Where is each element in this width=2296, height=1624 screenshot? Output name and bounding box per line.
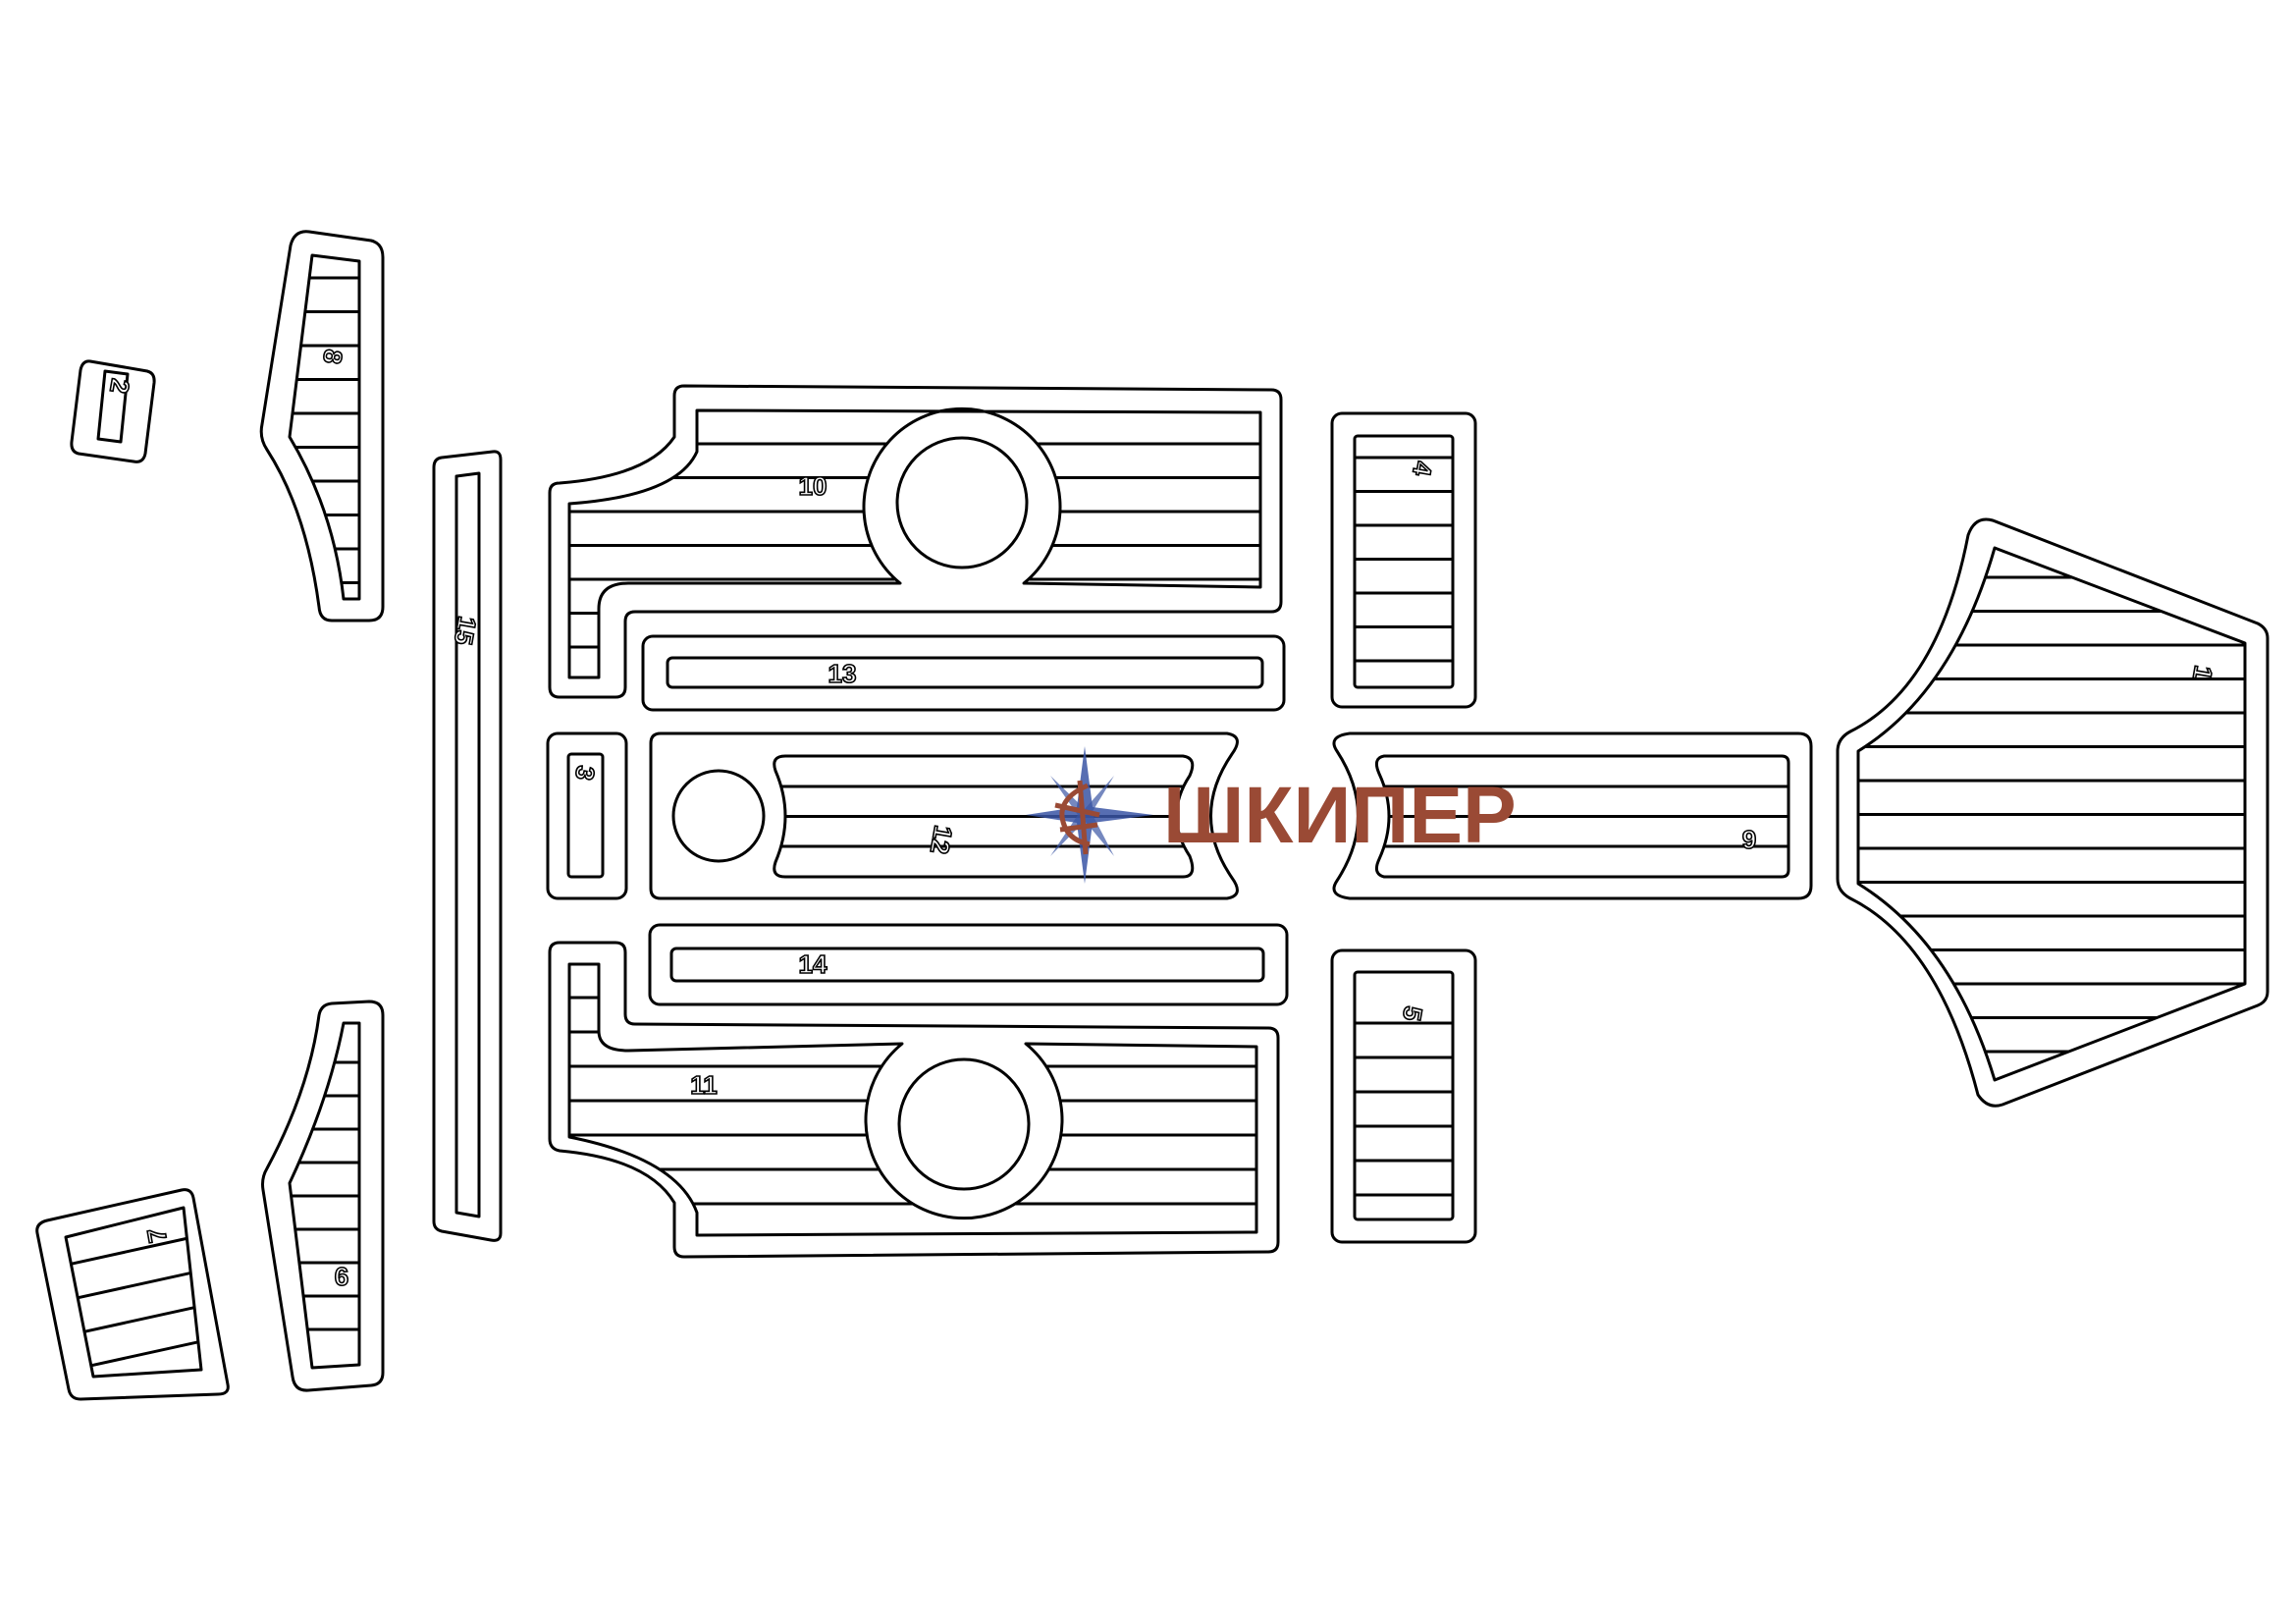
piece-inner	[669, 947, 1265, 983]
groove-lines	[1355, 1021, 1453, 1197]
piece-inner	[288, 253, 361, 601]
piece-inner	[1353, 434, 1455, 689]
groove-line	[66, 1268, 201, 1304]
piece-inner	[666, 656, 1264, 689]
piece-inner	[566, 752, 605, 879]
piece-15: 15	[432, 450, 503, 1242]
piece-6: 6	[261, 1000, 385, 1392]
hatch-cutout-circle	[895, 436, 1029, 569]
piece-label: 2	[104, 377, 135, 396]
piece-label: 11	[690, 1070, 718, 1100]
piece-inner	[454, 471, 481, 1218]
piece-12: 12	[649, 731, 1239, 900]
piece-label: 7	[141, 1226, 173, 1245]
piece-9: 9	[1332, 731, 1813, 900]
ship-wheel-icon	[1054, 780, 1100, 855]
piece-label: 8	[317, 348, 348, 366]
piece-inner	[567, 962, 1258, 1237]
piece-label: 5	[1397, 1004, 1428, 1023]
piece-label: 6	[335, 1262, 348, 1291]
piece-3: 3	[546, 731, 628, 900]
piece-label: 1	[2187, 664, 2218, 682]
groove-line	[66, 1232, 201, 1269]
hatch-cutout-circle	[897, 1057, 1031, 1191]
piece-13: 13	[641, 634, 1286, 712]
piece-5: 5	[1330, 948, 1477, 1244]
piece-7: 7	[35, 1188, 230, 1401]
piece-label: 15	[449, 615, 483, 648]
piece-label: 3	[569, 764, 601, 783]
piece-inner	[567, 406, 1262, 679]
skipper-logo: ШКИПЕР	[1026, 746, 1517, 884]
piece-1: 1	[1836, 517, 2269, 1108]
piece-label: 10	[799, 471, 828, 501]
groove-lines	[1376, 785, 1789, 848]
piece-inner	[1353, 970, 1455, 1221]
groove-lines	[1355, 456, 1453, 663]
piece-label: 13	[828, 659, 857, 688]
piece-label: 4	[1407, 460, 1438, 479]
piece-inner	[64, 1206, 203, 1379]
piece-label: 9	[1742, 825, 1756, 854]
logo-text: ШКИПЕР	[1163, 771, 1517, 860]
piece-14: 14	[648, 923, 1289, 1006]
hatch-cutout-circle	[671, 769, 766, 863]
piece-8: 8	[259, 230, 385, 623]
piece-label: 14	[799, 949, 828, 979]
piece-10: 10	[548, 384, 1283, 699]
piece-inner	[96, 369, 130, 444]
piece-2: 2	[70, 359, 156, 463]
piece-4: 4	[1330, 411, 1477, 709]
piece-label: 12	[925, 824, 959, 857]
